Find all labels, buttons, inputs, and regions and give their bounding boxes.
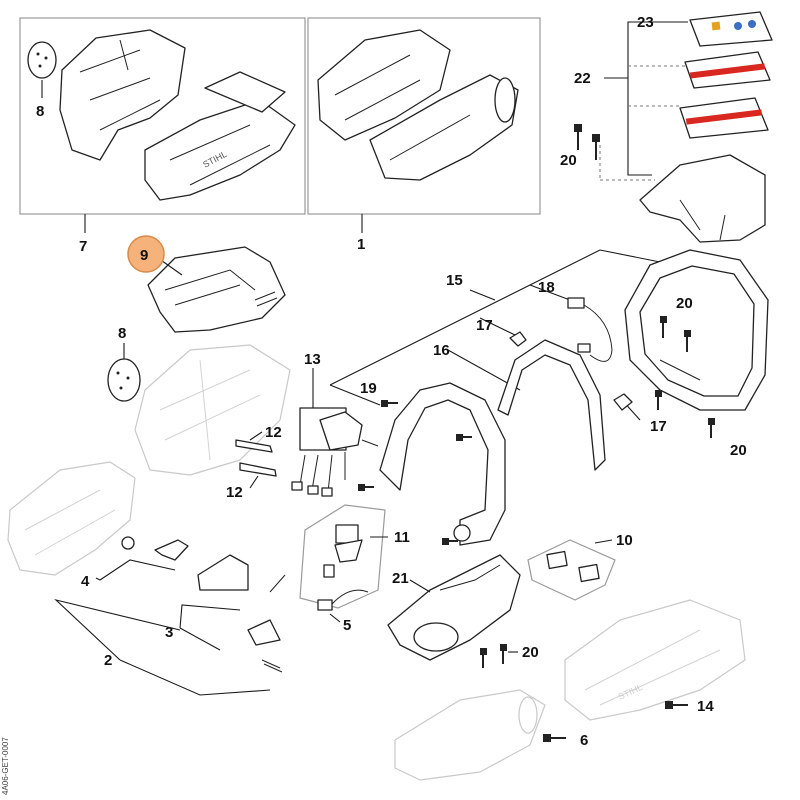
decal-set-part-22	[679, 11, 773, 139]
highlight-badge-9[interactable]	[127, 235, 165, 273]
label-23: 23	[637, 14, 654, 31]
label-12-bottom: 12	[226, 484, 243, 501]
label-2: 2	[104, 652, 112, 669]
label-3: 3	[165, 624, 173, 641]
box-housing-1	[307, 17, 541, 215]
decal-disc-part-8-lower	[107, 358, 141, 402]
screw-part-14	[665, 701, 688, 709]
bow-handle-part-16	[497, 339, 606, 471]
label-15: 15	[446, 272, 463, 289]
loop-handle-frame	[624, 249, 769, 411]
label-8-lower: 8	[118, 325, 126, 342]
label-22: 22	[574, 70, 591, 87]
rails-part-12	[235, 439, 277, 477]
label-18: 18	[538, 279, 555, 296]
pads-part-10	[546, 550, 600, 583]
screws-part-20-bottom	[480, 644, 507, 668]
label-6: 6	[580, 732, 588, 749]
label-20-right: 20	[676, 295, 693, 312]
front-handle-part-15	[379, 382, 506, 546]
base-plate-part-21	[387, 554, 521, 661]
label-10: 10	[616, 532, 633, 549]
label-9: 9	[140, 247, 148, 264]
switch-assembly-part-13	[291, 407, 379, 497]
label-21: 21	[392, 570, 409, 587]
clip-part-17-right	[613, 393, 633, 411]
label-20-top: 20	[560, 152, 577, 169]
screws-part-20-top	[574, 124, 600, 160]
handle-cover	[639, 154, 766, 243]
cover-part-9	[147, 246, 286, 333]
label-20-bottom: 20	[522, 644, 539, 661]
screws-part-19	[358, 400, 472, 545]
cable-part-5	[317, 589, 369, 611]
trigger-part-11	[323, 524, 363, 578]
label-7: 7	[79, 238, 87, 255]
label-11: 11	[394, 529, 410, 546]
box-part-10	[527, 539, 616, 601]
screw-part-6	[543, 734, 566, 742]
label-13: 13	[304, 351, 321, 368]
ghost-housing-left	[7, 344, 291, 576]
label-19: 19	[360, 380, 377, 397]
ghost-housing-bottom: STIHL	[394, 599, 746, 781]
box-housing-7	[19, 17, 306, 215]
drawing-code: 4A06-GET-0007	[1, 737, 10, 795]
label-12-top: 12	[265, 424, 282, 441]
housing-part-1	[317, 29, 519, 181]
label-1: 1	[357, 236, 365, 253]
label-5: 5	[343, 617, 351, 634]
cable-part-18	[567, 297, 613, 362]
screws-part-20-right	[655, 316, 715, 438]
label-16: 16	[433, 342, 450, 359]
housing-shell-part-7: STIHL	[59, 29, 296, 201]
clip-part-17	[509, 331, 527, 347]
label-20-lower-right: 20	[730, 442, 747, 459]
label-4: 4	[81, 573, 90, 590]
spring-part-2	[261, 659, 283, 673]
parts-4	[121, 536, 189, 561]
label-17-left: 17	[476, 317, 493, 334]
decal-disc-part-8-top	[27, 41, 57, 79]
label-8-top: 8	[36, 103, 44, 120]
parts-3	[197, 554, 286, 646]
label-17-right: 17	[650, 418, 667, 435]
label-14: 14	[697, 698, 714, 715]
box-part-11	[299, 504, 386, 609]
